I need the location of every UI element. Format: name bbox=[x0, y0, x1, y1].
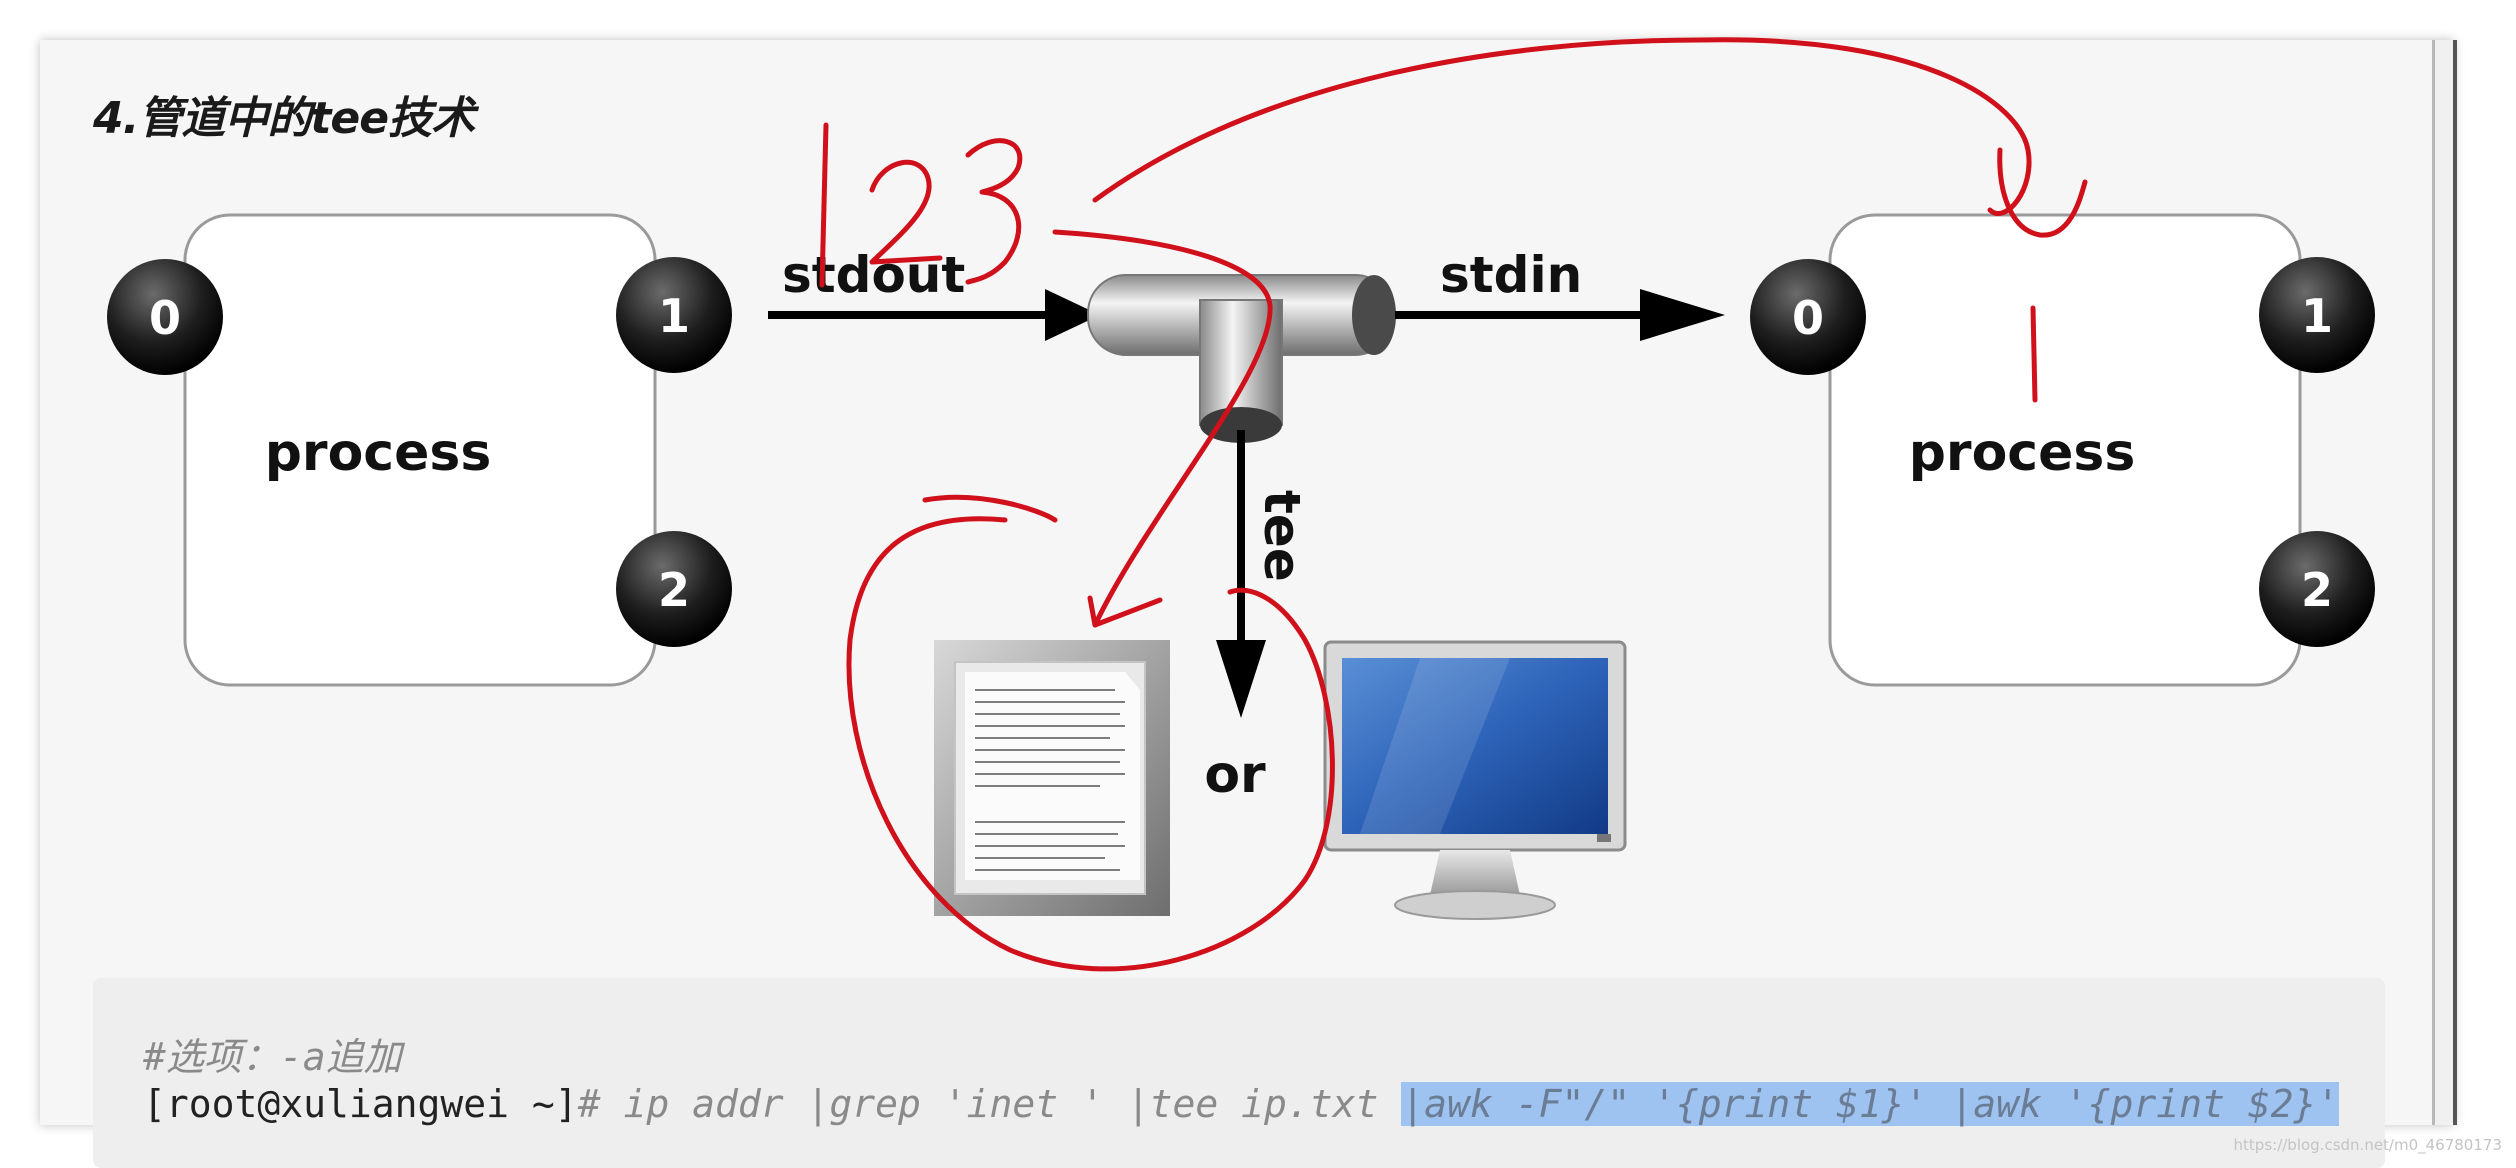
left-process-box bbox=[183, 213, 657, 687]
stdout-arrowhead bbox=[1045, 289, 1100, 341]
shell-command: # ip addr |grep 'inet ' |tee ip.txt bbox=[577, 1082, 1402, 1126]
left-fd-0-badge: 0 bbox=[107, 259, 223, 375]
svg-text:1: 1 bbox=[658, 289, 690, 343]
svg-text:0: 0 bbox=[1792, 291, 1824, 345]
stdin-label: stdin bbox=[1440, 246, 1582, 304]
code-command-line: [root@xuliangwei ~]# ip addr |grep 'inet… bbox=[143, 1082, 2340, 1126]
vertical-scrollbar[interactable] bbox=[2432, 40, 2457, 1125]
shell-prompt: [root@xuliangwei ~] bbox=[143, 1082, 578, 1126]
left-fd-2-badge: 2 bbox=[616, 531, 732, 647]
file-document-icon bbox=[934, 640, 1170, 916]
code-comment: #选项：-a追加 bbox=[143, 1035, 402, 1079]
red-handwritten-annotation bbox=[819, 37, 2088, 972]
tee-arrowhead bbox=[1216, 640, 1266, 718]
section-heading: 4.管道中的tee技术 bbox=[93, 93, 475, 144]
stdout-label: stdout bbox=[782, 246, 965, 304]
svg-text:2: 2 bbox=[2301, 563, 2333, 617]
selected-command-text[interactable]: |awk -F"/" '{print $1}' |awk '{print $2}… bbox=[1401, 1082, 2340, 1126]
left-process-label: process bbox=[265, 423, 492, 483]
left-fd-1-badge: 1 bbox=[616, 257, 732, 373]
right-fd-1-badge: 1 bbox=[2259, 257, 2375, 373]
tee-label: tee bbox=[1253, 490, 1311, 582]
scrollbar-track-line bbox=[2453, 40, 2457, 1125]
right-fd-2-badge: 2 bbox=[2259, 531, 2375, 647]
monitor-icon bbox=[1323, 640, 1627, 920]
or-label: or bbox=[1204, 745, 1266, 805]
right-fd-0-badge: 0 bbox=[1750, 259, 1866, 375]
watermark: https://blog.csdn.net/m0_46780173 bbox=[2233, 1136, 2502, 1154]
svg-text:0: 0 bbox=[149, 291, 181, 345]
svg-text:1: 1 bbox=[2301, 289, 2333, 343]
right-process-label: process bbox=[1909, 423, 2136, 483]
right-process-box bbox=[1828, 213, 2302, 687]
svg-text:2: 2 bbox=[658, 563, 690, 617]
code-block: #选项：-a追加 [root@xuliangwei ~]# ip addr |g… bbox=[93, 978, 2385, 1168]
stdin-arrowhead bbox=[1640, 289, 1725, 341]
